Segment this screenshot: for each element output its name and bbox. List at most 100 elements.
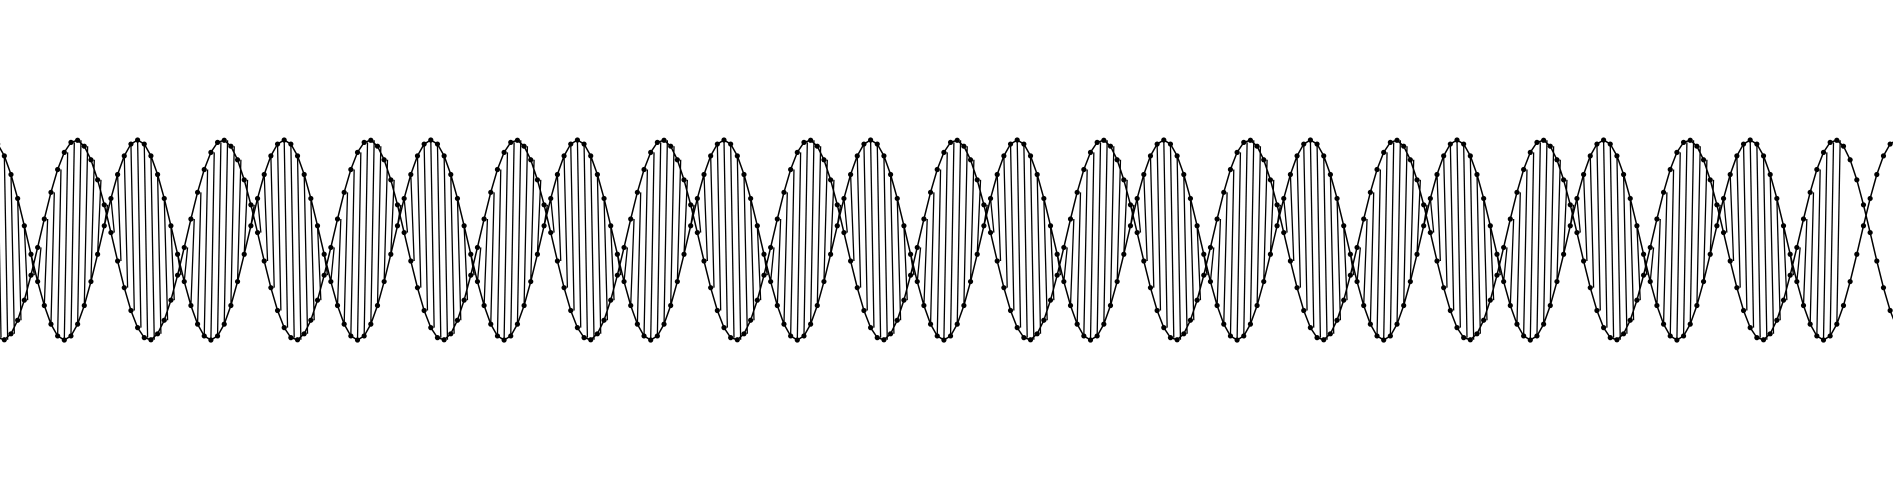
strand-b-node bbox=[21, 297, 27, 303]
base-pair-rung bbox=[1089, 152, 1095, 341]
strand-a-node bbox=[1594, 141, 1600, 147]
strand-b-node bbox=[341, 189, 347, 195]
strand-a-node bbox=[1454, 137, 1460, 143]
strand-a-node bbox=[1141, 171, 1147, 178]
base-pair-rung bbox=[383, 159, 389, 282]
strand-b-node bbox=[1127, 202, 1134, 208]
strand-b-node bbox=[1134, 229, 1140, 236]
strand-a-node bbox=[1514, 321, 1520, 327]
strand-a-node bbox=[954, 321, 960, 327]
strand-b-node bbox=[35, 244, 41, 251]
strand-a-node bbox=[1101, 321, 1107, 327]
strand-b-node bbox=[1880, 285, 1887, 291]
base-pair-rung bbox=[1729, 174, 1735, 262]
strand-b-node bbox=[428, 325, 434, 331]
strand-a-node bbox=[768, 278, 774, 285]
strand-a-node bbox=[1121, 251, 1127, 257]
strand-a-node bbox=[1354, 278, 1360, 285]
strand-b-node bbox=[934, 166, 940, 173]
strand-b-node bbox=[1034, 331, 1040, 337]
strand-a-node bbox=[1314, 141, 1320, 147]
base-pair-rung bbox=[1463, 144, 1468, 338]
base-pair-rung bbox=[1003, 155, 1008, 288]
base-pair-rung bbox=[1649, 247, 1655, 282]
strand-b-node bbox=[1247, 137, 1254, 143]
strand-b-node bbox=[1054, 272, 1060, 278]
strand-a-node bbox=[374, 302, 381, 309]
strand-b-node bbox=[1254, 143, 1260, 149]
strand-b-node bbox=[1087, 149, 1094, 155]
strand-a-node bbox=[1807, 321, 1813, 327]
strand-a-node bbox=[1854, 251, 1860, 257]
strand-a-node bbox=[354, 337, 361, 343]
strand-a-node bbox=[35, 278, 41, 285]
strand-b-node bbox=[281, 325, 287, 331]
base-pair-rung bbox=[343, 192, 349, 325]
base-pair-rung bbox=[123, 155, 129, 288]
strand-b-node bbox=[1694, 143, 1700, 149]
base-pair-rung bbox=[1762, 155, 1768, 340]
strand-a-node bbox=[874, 141, 880, 147]
strand-a-node bbox=[21, 223, 27, 229]
strand-b-node bbox=[108, 229, 114, 236]
strand-b-node bbox=[1301, 307, 1307, 314]
strand-b-node bbox=[1680, 139, 1687, 145]
strand-b-node bbox=[55, 166, 61, 173]
strand-b-node bbox=[774, 216, 780, 222]
strand-b-node bbox=[1074, 189, 1080, 195]
base-pair-rung bbox=[1449, 144, 1455, 311]
strand-b-node bbox=[614, 272, 620, 278]
strand-a-node bbox=[721, 137, 727, 143]
strand-b-node bbox=[1847, 157, 1853, 163]
strand-b-node bbox=[1381, 149, 1387, 155]
base-pair-rung bbox=[563, 155, 569, 288]
strand-b-node bbox=[1207, 244, 1214, 251]
base-pair-rung bbox=[1822, 152, 1828, 341]
strand-a-node bbox=[681, 251, 687, 257]
strand-b-node bbox=[848, 258, 854, 264]
base-pair-rung bbox=[949, 142, 955, 336]
strand-b-node bbox=[1261, 157, 1267, 163]
base-pair-rung bbox=[1656, 218, 1661, 306]
strand-a-node bbox=[1147, 153, 1154, 159]
strand-b-node bbox=[654, 139, 660, 145]
strand-a-node bbox=[368, 321, 374, 327]
strand-a-node bbox=[301, 171, 307, 178]
strand-a-node bbox=[1441, 153, 1447, 159]
strand-b-node bbox=[674, 157, 680, 163]
strand-b-node bbox=[261, 258, 267, 264]
strand-a-node bbox=[115, 171, 121, 178]
strand-a-node bbox=[1487, 223, 1493, 229]
strand-a-node bbox=[1660, 321, 1667, 327]
strand-b-node bbox=[434, 335, 441, 341]
strand-b-node bbox=[268, 285, 274, 291]
strand-a-node bbox=[1361, 302, 1367, 309]
strand-b-node bbox=[868, 325, 874, 331]
base-pair-rung bbox=[1802, 218, 1808, 306]
strand-a-node bbox=[308, 195, 314, 202]
base-pair-rung bbox=[896, 198, 902, 321]
strand-b-node bbox=[1521, 166, 1527, 173]
base-pair-rung bbox=[1136, 198, 1142, 233]
strand-a-node bbox=[1874, 171, 1880, 178]
base-pair-rung bbox=[136, 139, 142, 328]
strand-a-node bbox=[1394, 321, 1400, 327]
strand-a-node bbox=[1787, 251, 1793, 257]
strand-b-node bbox=[1414, 177, 1420, 183]
strand-b-node bbox=[1714, 202, 1720, 208]
strand-a-node bbox=[548, 195, 554, 202]
strand-b-node bbox=[141, 335, 147, 341]
strand-b-node bbox=[1061, 244, 1067, 251]
base-pair-rung bbox=[570, 144, 575, 311]
strand-b-node bbox=[1827, 139, 1833, 145]
strand-a-node bbox=[1780, 223, 1787, 229]
strand-b-node bbox=[887, 331, 894, 337]
strand-a-node bbox=[994, 171, 1000, 178]
strand-a-node bbox=[861, 141, 867, 147]
base-pair-rung bbox=[83, 146, 89, 306]
base-pair-rung bbox=[1796, 247, 1801, 282]
strand-a-node bbox=[1081, 333, 1087, 339]
base-pair-rung bbox=[503, 152, 509, 341]
strand-a-node bbox=[774, 302, 780, 309]
base-pair-rung bbox=[1223, 192, 1228, 325]
